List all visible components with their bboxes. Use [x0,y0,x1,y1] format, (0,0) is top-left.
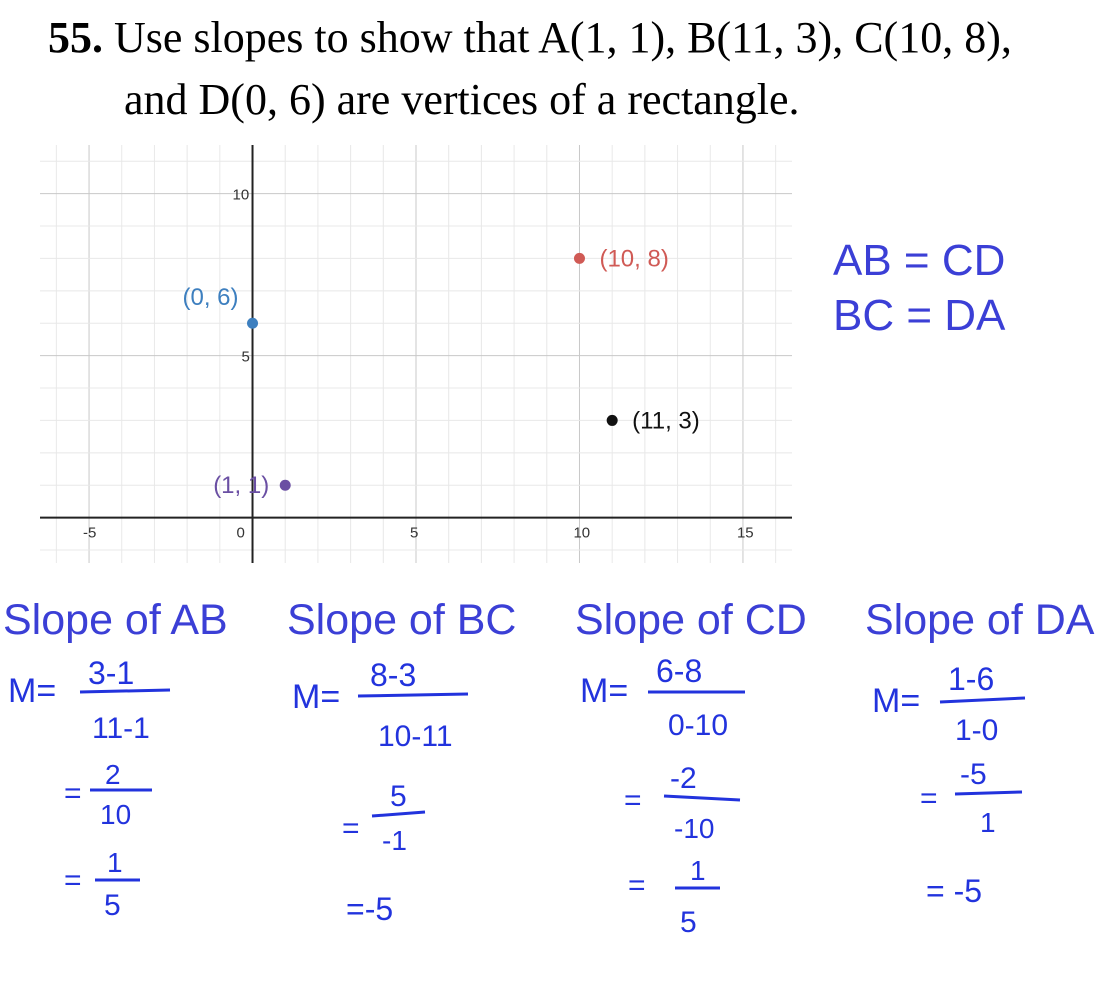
x-tick-label: 10 [573,525,590,542]
header-slope-ab: Slope of AB [3,596,228,644]
cd-equals-2: = [624,784,642,817]
point-label: (11, 3) [632,407,700,434]
x-tick-label: -5 [83,525,96,542]
cd-step2-numerator: -2 [670,762,697,795]
header-slope-da: Slope of DA [865,596,1095,644]
problem-line-2: and D(0, 6) are vertices of a rectangle. [124,74,800,125]
y-tick-label: 5 [242,349,250,366]
problem-text-2: and D(0, 6) are vertices of a rectangle. [124,75,800,124]
da-step2-denominator: 1 [980,807,996,838]
point-label: (10, 8) [599,245,668,272]
cd-step2-denominator: -10 [674,813,714,844]
da-fraction-bar-1 [939,696,1026,704]
da-result: = -5 [926,873,982,909]
data-point [606,414,618,426]
da-step2-numerator: -5 [960,758,987,791]
point-label: (1, 1) [213,472,269,499]
coordinate-graph: -5 0 5 10 15 5 10 (1, 1) (11, 3) (10, 8) (0, 6) [40,145,792,563]
bc-equals-2: = [342,812,360,845]
bc-fraction-bar-1 [357,692,469,698]
cd-m-label: M= [580,672,628,710]
problem-text-1: Use slopes to show that A(1, 1), B(11, 3… [114,13,1012,62]
cd-fraction-bar-2 [663,794,741,802]
problem-number: 55. [48,13,103,62]
data-point [279,479,291,491]
cd-step3-numerator: 1 [690,855,706,886]
ab-m-label: M= [8,672,56,710]
ab-step1-denominator: 11-1 [92,712,150,745]
cd-equals-3: = [628,869,646,902]
cd-step3-denominator: 5 [680,906,697,939]
data-point [573,252,585,264]
bc-step1-denominator: 10-11 [378,720,453,753]
da-step1-denominator: 1-0 [955,714,998,747]
note-bc-da: BC = DA [833,291,1006,340]
data-point [247,317,259,329]
bc-fraction-bar-2 [371,810,426,818]
y-tick-label: 10 [233,187,250,204]
ab-equals-3: = [64,864,82,897]
da-m-label: M= [872,682,920,720]
ab-step3-denominator: 5 [104,889,121,922]
ab-fraction-bar-1 [79,688,171,694]
bc-result: =-5 [346,891,393,927]
cd-step1-denominator: 0-10 [668,709,728,742]
cd-step1-numerator: 6-8 [656,653,702,689]
da-equals-2: = [920,782,938,815]
ab-step2-numerator: 2 [105,759,121,790]
header-slope-cd: Slope of CD [575,596,807,644]
ab-step1-numerator: 3-1 [88,655,134,691]
ab-step3-numerator: 1 [107,847,123,878]
note-ab-cd: AB = CD [833,236,1006,285]
bc-m-label: M= [292,678,340,716]
ab-equals-2: = [64,777,82,810]
problem-line-1: 55. Use slopes to show that A(1, 1), B(1… [48,12,1012,63]
handwritten-work: M= 3-1 11-1 = 2 10 = 1 5 M= 8-3 10-11 = … [8,653,1026,939]
bc-step1-numerator: 8-3 [370,657,416,693]
header-slope-bc: Slope of BC [287,596,517,644]
x-tick-label: 0 [237,525,245,542]
point-label: (0, 6) [183,284,239,311]
bc-step2-numerator: 5 [390,780,407,813]
da-step1-numerator: 1-6 [948,661,994,697]
bc-step2-denominator: -1 [382,825,407,856]
x-tick-label: 5 [410,525,418,542]
ab-step2-denominator: 10 [100,799,131,830]
x-tick-label: 15 [737,525,754,542]
da-fraction-bar-2 [954,790,1023,796]
